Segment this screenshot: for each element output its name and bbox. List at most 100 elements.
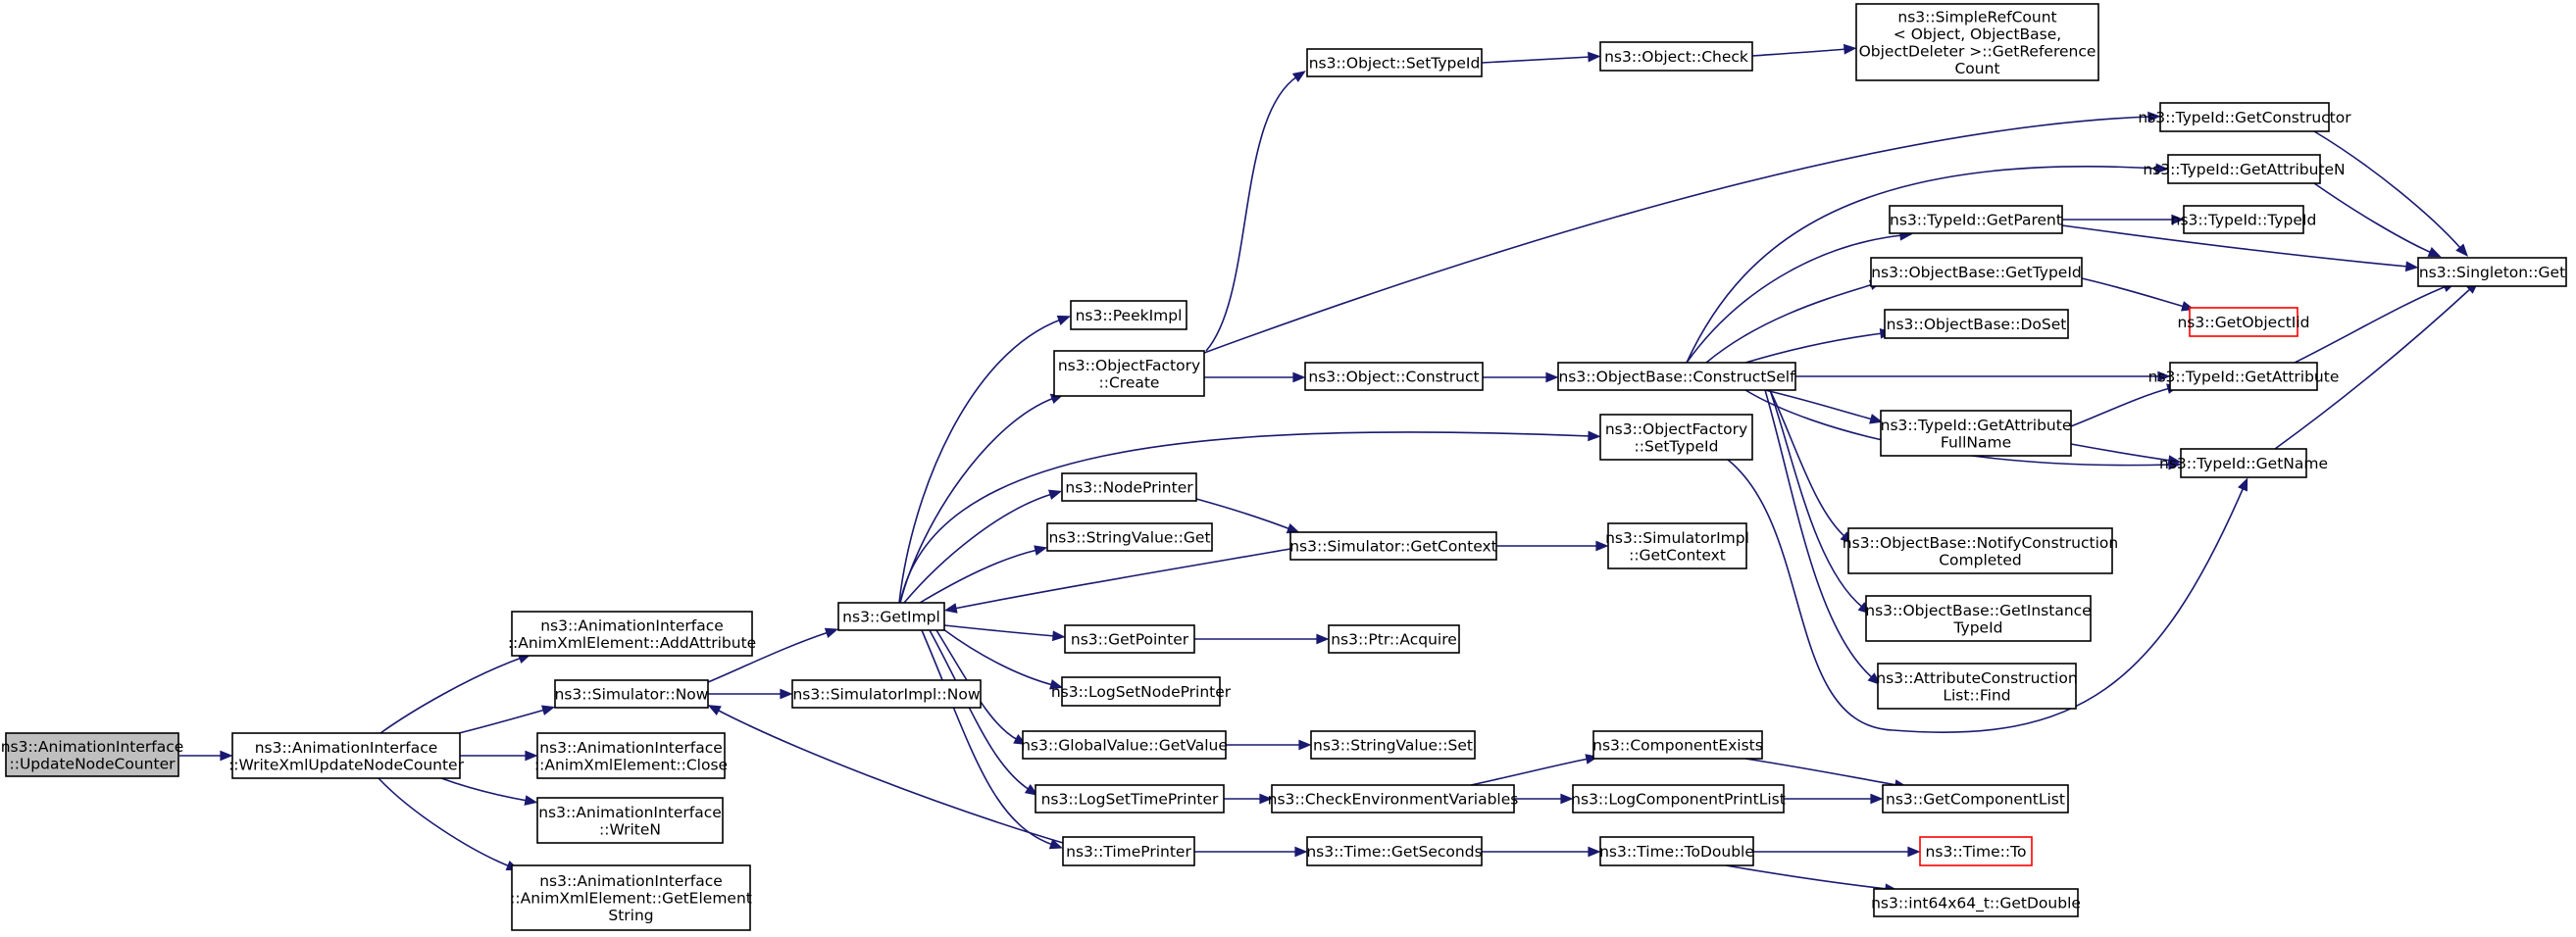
- function-node-label: ns3::ObjectBase::NotifyConstruction: [1843, 534, 2118, 552]
- function-node-label: String: [608, 907, 653, 924]
- call-edge-n1-n2: [379, 653, 531, 734]
- function-node-n11[interactable]: ns3::NodePrinter: [1061, 472, 1197, 502]
- function-node-label: < Object, ObjectBase,: [1894, 25, 2061, 43]
- function-node-n24[interactable]: ns3::Time::GetSeconds: [1306, 836, 1483, 866]
- function-node-label: ns3::Simulator::GetContext: [1289, 538, 1497, 556]
- function-node-n31[interactable]: ns3::Time::ToDouble: [1599, 836, 1754, 866]
- function-node-n27[interactable]: ns3::ObjectFactory::SetTypeId: [1599, 414, 1753, 461]
- function-nodes: ns3::AnimationInterface::UpdateNodeCount…: [1, 3, 2567, 931]
- call-edge-n36-n47: [2070, 383, 2181, 427]
- function-node-n47[interactable]: ns3::TypeId::GetAttribute: [2148, 362, 2340, 391]
- function-node-n21[interactable]: ns3::Ptr::Acquire: [1328, 624, 1460, 654]
- function-node-n45[interactable]: ns3::TypeId::TypeId: [2171, 205, 2317, 234]
- function-node-n33[interactable]: ns3::TypeId::GetParent: [1889, 205, 2063, 234]
- function-node-label: ns3::GetComponentList: [1886, 791, 2065, 809]
- function-node-label: ns3::Object::Construct: [1308, 369, 1479, 386]
- function-node-n49[interactable]: ns3::Singleton::Get: [2417, 257, 2567, 287]
- function-node-n25[interactable]: ns3::Object::Check: [1599, 41, 1753, 72]
- function-node-label: ns3::ObjectFactory: [1605, 420, 1747, 438]
- function-node-n10[interactable]: ns3::ObjectFactory::Create: [1053, 350, 1205, 397]
- function-node-label: ::WriteN: [599, 820, 661, 838]
- call-edge-n10-n43: [1203, 111, 2161, 354]
- function-node-n14[interactable]: ns3::LogSetNodePrinter: [1051, 676, 1232, 707]
- call-edge-n47-n49: [2294, 281, 2456, 364]
- function-node-n20[interactable]: ns3::Simulator::GetContext: [1289, 531, 1497, 561]
- function-node-n1[interactable]: ns3::AnimationInterface::WriteXmlUpdateN…: [228, 732, 465, 779]
- function-node-n40[interactable]: ns3::GetComponentList: [1882, 784, 2069, 814]
- call-edge-n1-n3: [458, 705, 556, 734]
- call-edge-n3-n7: [707, 627, 839, 683]
- function-node-n35[interactable]: ns3::ObjectBase::DoSet: [1884, 309, 2069, 339]
- function-node-n37[interactable]: ns3::ObjectBase::NotifyConstructionCompl…: [1843, 527, 2118, 574]
- call-edge-n36-n48: [2070, 443, 2182, 466]
- function-node-label: ::WriteXmlUpdateNodeCounter: [228, 756, 465, 773]
- function-node-n0[interactable]: ns3::AnimationInterface::UpdateNodeCount…: [1, 732, 184, 777]
- call-edge-n0-n1: [179, 750, 233, 762]
- function-node-label: ns3::TypeId::TypeId: [2171, 212, 2317, 229]
- call-edge-n26-n35: [1744, 327, 1894, 364]
- function-node-n23[interactable]: ns3::CheckEnvironmentVariables: [1268, 784, 1519, 814]
- call-edge-n26-n33: [1686, 229, 1913, 364]
- call-edge-n26-n36: [1764, 389, 1884, 424]
- function-node-n19[interactable]: ns3::Object::Construct: [1304, 362, 1484, 391]
- function-node-label: ObjectDeleter >::GetReference: [1859, 42, 2096, 60]
- function-node-n44[interactable]: ns3::TypeId::GetAttributeN: [2143, 154, 2346, 184]
- function-node-n12[interactable]: ns3::StringValue::Get: [1046, 522, 1213, 552]
- function-node-label: ns3::Object::Check: [1604, 48, 1748, 66]
- function-node-n7[interactable]: ns3::GetImpl: [837, 602, 945, 631]
- function-node-n8[interactable]: ns3::SimulatorImpl::Now: [791, 679, 982, 709]
- function-node-label: ns3::ComponentExists: [1592, 737, 1763, 755]
- function-node-n28[interactable]: ns3::SimulatorImpl::GetContext: [1605, 522, 1749, 569]
- function-node-label: ns3::NodePrinter: [1065, 479, 1193, 497]
- function-node-label: ns3::TypeId::GetAttribute: [1881, 417, 2072, 434]
- function-node-n3[interactable]: ns3::Simulator::Now: [554, 679, 709, 709]
- call-edge-n43-n49: [2313, 130, 2469, 257]
- function-node-label: ns3::AttributeConstruction: [1876, 669, 2077, 687]
- function-node-label: ::AnimXmlElement::Close: [534, 756, 728, 773]
- function-node-n41[interactable]: ns3::Time::To: [1919, 836, 2033, 866]
- function-node-label: Count: [1954, 60, 1999, 77]
- call-edge-n25-n32: [1751, 43, 1857, 57]
- function-node-n15[interactable]: ns3::GlobalValue::GetValue: [1021, 730, 1228, 760]
- function-node-label: ns3::Time::GetSeconds: [1306, 843, 1482, 861]
- function-node-label: ns3::CheckEnvironmentVariables: [1268, 791, 1519, 809]
- function-node-n30[interactable]: ns3::LogComponentPrintList: [1571, 784, 1786, 814]
- call-edge-n31-n41: [1753, 846, 1921, 858]
- call-edge-n17-n24: [1194, 846, 1308, 858]
- function-node-label: ns3::int64x64_t::GetDouble: [1871, 895, 2081, 913]
- function-node-n43[interactable]: ns3::TypeId::GetConstructor: [2138, 102, 2351, 132]
- function-node-n29[interactable]: ns3::ComponentExists: [1592, 730, 1763, 760]
- function-node-n46[interactable]: ns3::GetObjectIid: [2177, 307, 2310, 337]
- function-node-n9[interactable]: ns3::PeekImpl: [1070, 300, 1187, 330]
- call-edge-n7-n9: [898, 315, 1071, 604]
- function-node-n5[interactable]: ns3::AnimationInterface::WriteN: [536, 797, 724, 844]
- function-node-n17[interactable]: ns3::TimePrinter: [1062, 836, 1195, 866]
- function-node-label: ::Create: [1099, 373, 1160, 391]
- function-node-label: ns3::AnimationInterface: [1, 738, 184, 756]
- function-node-n34[interactable]: ns3::ObjectBase::GetTypeId: [1870, 257, 2083, 287]
- function-node-label: ns3::TimePrinter: [1066, 843, 1191, 861]
- function-node-n42[interactable]: ns3::int64x64_t::GetDouble: [1871, 888, 2081, 917]
- function-node-n6[interactable]: ns3::AnimationInterface::AnimXmlElement:…: [510, 864, 752, 931]
- call-edge-n7-n16: [929, 629, 1038, 796]
- function-node-label: ::AnimXmlElement::GetElement: [510, 890, 752, 908]
- function-node-n18[interactable]: ns3::Object::SetTypeId: [1306, 48, 1483, 77]
- function-node-n32[interactable]: ns3::SimpleRefCount< Object, ObjectBase,…: [1855, 3, 2099, 81]
- function-node-n4[interactable]: ns3::AnimationInterface::AnimXmlElement:…: [534, 732, 728, 779]
- function-node-label: ns3::StringValue::Set: [1313, 737, 1473, 755]
- function-node-n13[interactable]: ns3::GetPointer: [1064, 624, 1195, 654]
- function-node-label: ns3::TypeId::GetName: [2159, 455, 2328, 472]
- function-node-label: ns3::SimulatorImpl::Now: [792, 686, 980, 704]
- call-edge-n15-n22: [1226, 739, 1312, 751]
- function-node-n16[interactable]: ns3::LogSetTimePrinter: [1035, 784, 1225, 814]
- call-edge-n23-n30: [1514, 793, 1574, 805]
- function-node-n2[interactable]: ns3::AnimationInterface::AnimXmlElement:…: [508, 611, 756, 657]
- call-edge-n7-n27: [899, 430, 1601, 604]
- function-node-n48[interactable]: ns3::TypeId::GetName: [2159, 448, 2328, 478]
- function-node-n26[interactable]: ns3::ObjectBase::ConstructSelf: [1557, 362, 1796, 391]
- function-node-n22[interactable]: ns3::StringValue::Set: [1310, 730, 1476, 760]
- function-node-label: ns3::GlobalValue::GetValue: [1021, 737, 1228, 755]
